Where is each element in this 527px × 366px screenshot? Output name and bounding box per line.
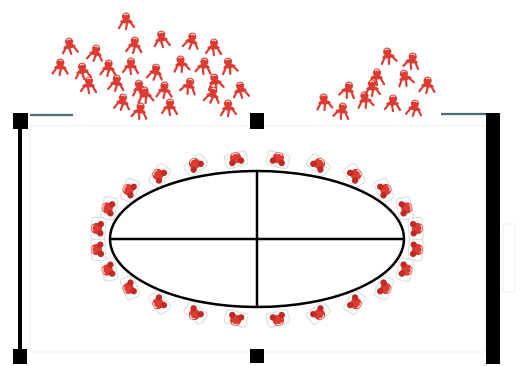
walking-person-icon bbox=[153, 30, 170, 48]
walking-person-icon bbox=[396, 68, 414, 87]
walking-person-icon bbox=[419, 76, 436, 94]
crowd-right-group bbox=[316, 46, 436, 119]
oval-table-icon bbox=[110, 171, 404, 307]
walking-person-icon bbox=[195, 57, 211, 75]
walking-person-icon bbox=[316, 93, 332, 111]
walking-person-icon bbox=[339, 80, 357, 99]
left-wall-bottom-post bbox=[13, 349, 27, 364]
right-wall bbox=[486, 113, 500, 364]
walking-person-icon bbox=[156, 81, 172, 99]
walking-person-icon bbox=[119, 13, 134, 30]
walking-person-icon bbox=[123, 58, 138, 75]
walking-person-icon bbox=[206, 39, 221, 56]
walking-person-icon bbox=[220, 56, 238, 75]
walking-person-icon bbox=[173, 55, 189, 73]
walking-person-icon bbox=[204, 85, 223, 105]
walking-person-icon bbox=[406, 98, 424, 117]
walking-person-icon bbox=[180, 76, 198, 95]
walking-person-icon bbox=[183, 31, 202, 51]
walking-person-icon bbox=[380, 46, 397, 64]
top-center-post bbox=[250, 113, 264, 129]
walking-person-icon bbox=[60, 36, 78, 55]
crowd-left-group bbox=[53, 13, 250, 120]
faint-side-guide bbox=[503, 224, 515, 292]
walking-person-icon bbox=[333, 101, 350, 119]
walking-person-icon bbox=[403, 51, 420, 69]
walking-person-icon bbox=[114, 92, 132, 111]
walking-person-icon bbox=[385, 95, 400, 112]
bottom-center-post bbox=[250, 349, 264, 363]
walking-person-icon bbox=[231, 80, 249, 99]
walking-person-icon bbox=[147, 62, 165, 81]
walking-person-icon bbox=[131, 102, 148, 120]
walking-person-icon bbox=[162, 99, 177, 116]
walking-person-icon bbox=[108, 74, 125, 92]
walking-person-icon bbox=[87, 43, 105, 62]
walking-person-icon bbox=[221, 100, 236, 117]
walking-person-icon bbox=[126, 36, 143, 54]
walking-person-icon bbox=[53, 58, 69, 76]
walking-person-icon bbox=[100, 59, 117, 77]
